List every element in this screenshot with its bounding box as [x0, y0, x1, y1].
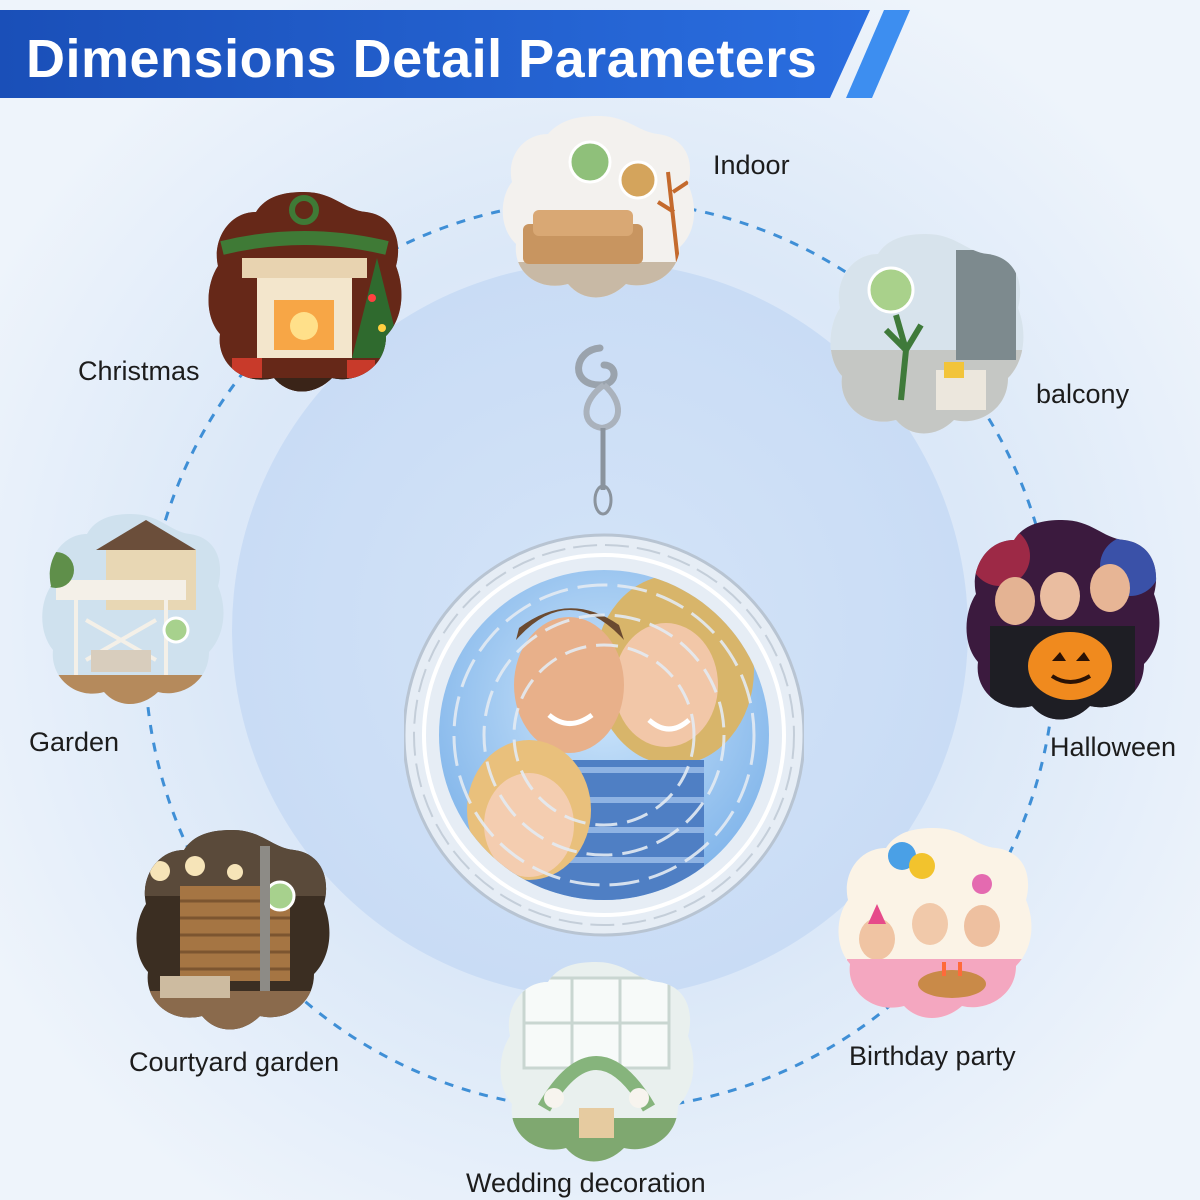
scene-balcony — [826, 230, 1026, 440]
scene-label-balcony: balcony — [1036, 379, 1130, 409]
wind-spinner-product — [404, 344, 804, 937]
scene-label-courtyard: Courtyard garden — [129, 1047, 340, 1077]
scene-halloween — [960, 516, 1165, 726]
scene-label-indoor: Indoor — [713, 150, 790, 180]
scene-label-garden: Garden — [29, 727, 120, 757]
scene-birthday — [832, 824, 1037, 1024]
scene-label-birthday: Birthday party — [849, 1041, 1016, 1071]
header-banner: Dimensions Detail Parameters — [0, 10, 910, 98]
scene-courtyard — [130, 826, 335, 1036]
banner-shape — [0, 10, 910, 98]
page-title: Dimensions Detail Parameters — [26, 29, 818, 89]
scene-label-halloween: Halloween — [1050, 732, 1177, 762]
scene-label-wedding: Wedding decoration — [466, 1168, 706, 1198]
scene-indoor — [498, 112, 698, 302]
scene-christmas — [202, 188, 407, 400]
scene-garden — [36, 510, 226, 710]
scene-label-christmas: Christmas — [78, 356, 200, 386]
scene-wedding — [494, 958, 699, 1168]
